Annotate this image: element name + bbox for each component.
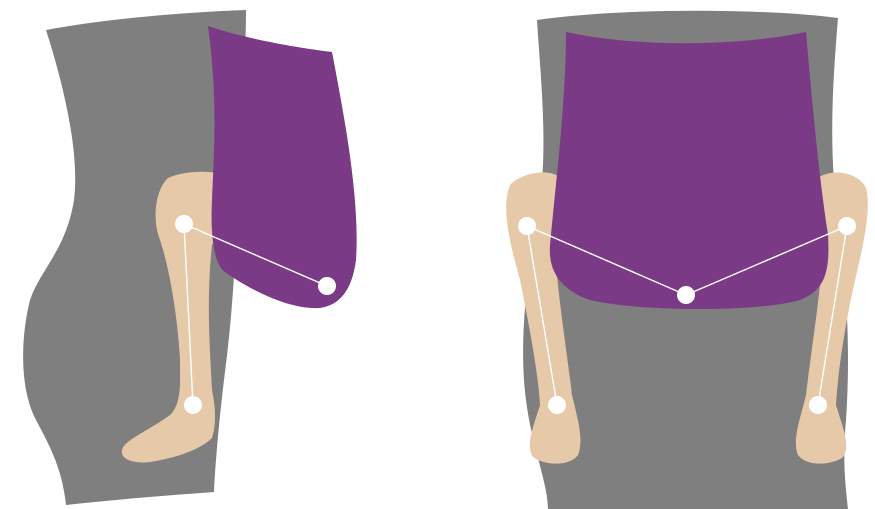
side-ankle-joint [184,396,202,414]
side-view [23,10,357,505]
side-garment-tip-joint [318,277,336,295]
front-view [506,11,868,509]
front-right-knee-joint [838,217,856,235]
side-knee-joint [175,215,193,233]
front-right-ankle-joint [809,396,827,414]
front-purple-garment [550,32,829,309]
front-left-knee-joint [518,217,536,235]
front-garment-center-joint [677,286,695,304]
side-purple-garment [208,26,357,308]
front-left-ankle-joint [548,396,566,414]
